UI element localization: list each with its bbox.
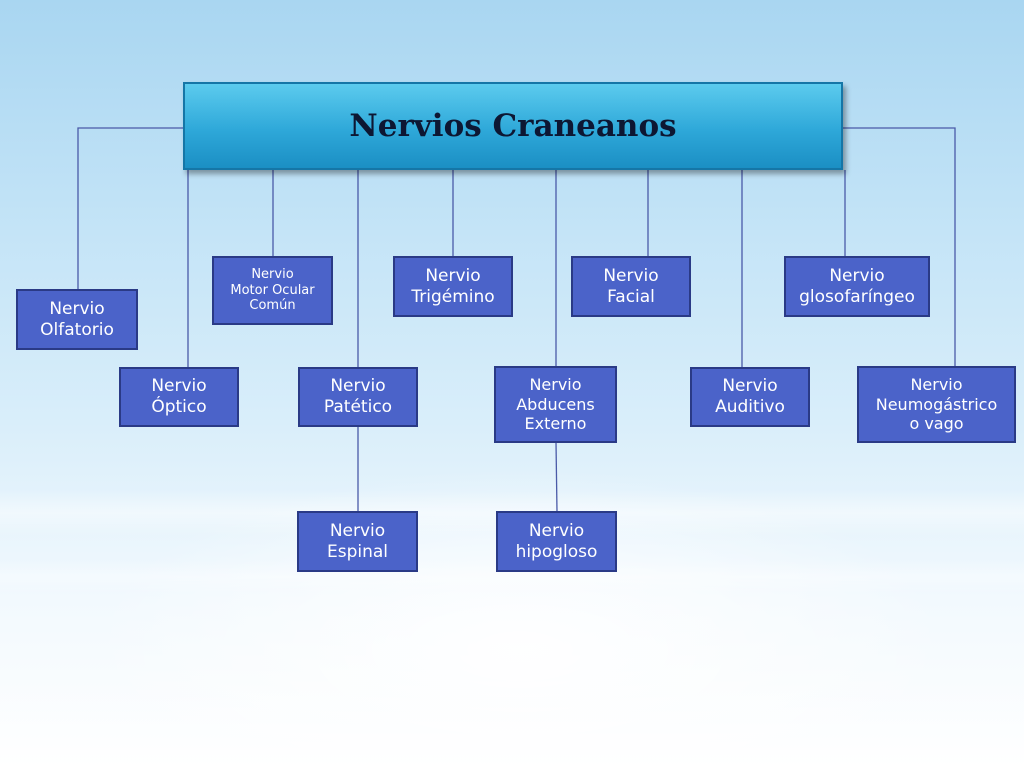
node-label: Nervio Neumogástrico o vago — [875, 375, 998, 434]
node-patetico: Nervio Patético — [298, 367, 418, 427]
connector-hipogloso — [555, 441, 558, 513]
node-espinal: Nervio Espinal — [297, 511, 418, 572]
node-olfatorio: Nervio Olfatorio — [16, 289, 138, 350]
node-abducens: Nervio Abducens Externo — [494, 366, 617, 443]
node-glosofaringeo: Nervio glosofaríngeo — [784, 256, 930, 317]
node-hipogloso: Nervio hipogloso — [496, 511, 617, 572]
node-label: Nervio Abducens Externo — [516, 375, 595, 434]
node-label: Nervio glosofaríngeo — [799, 265, 915, 307]
node-label: Nervio Óptico — [151, 376, 207, 417]
node-label: Nervio Auditivo — [715, 376, 785, 417]
node-optico: Nervio Óptico — [119, 367, 239, 427]
node-label: Nervio Espinal — [326, 520, 389, 562]
node-label: Nervio Patético — [323, 376, 393, 417]
connector-neumogastrico — [843, 127, 956, 367]
node-label: Nervio Olfatorio — [40, 298, 114, 340]
node-facial: Nervio Facial — [571, 256, 691, 317]
node-label: Nervio Motor Ocular Común — [230, 266, 315, 314]
node-neumogastrico: Nervio Neumogástrico o vago — [857, 366, 1016, 443]
node-label: Nervio hipogloso — [515, 520, 598, 562]
node-label: Nervio Trigémino — [411, 265, 495, 307]
node-label: Nervio Facial — [603, 265, 659, 307]
node-trigemino: Nervio Trigémino — [393, 256, 513, 317]
node-auditivo: Nervio Auditivo — [690, 367, 810, 427]
diagram-title: Nervios Craneanos — [349, 108, 677, 144]
diagram-title-box: Nervios Craneanos — [183, 82, 843, 170]
node-motor-ocular: Nervio Motor Ocular Común — [212, 256, 333, 325]
connector-olfatorio — [77, 127, 183, 290]
